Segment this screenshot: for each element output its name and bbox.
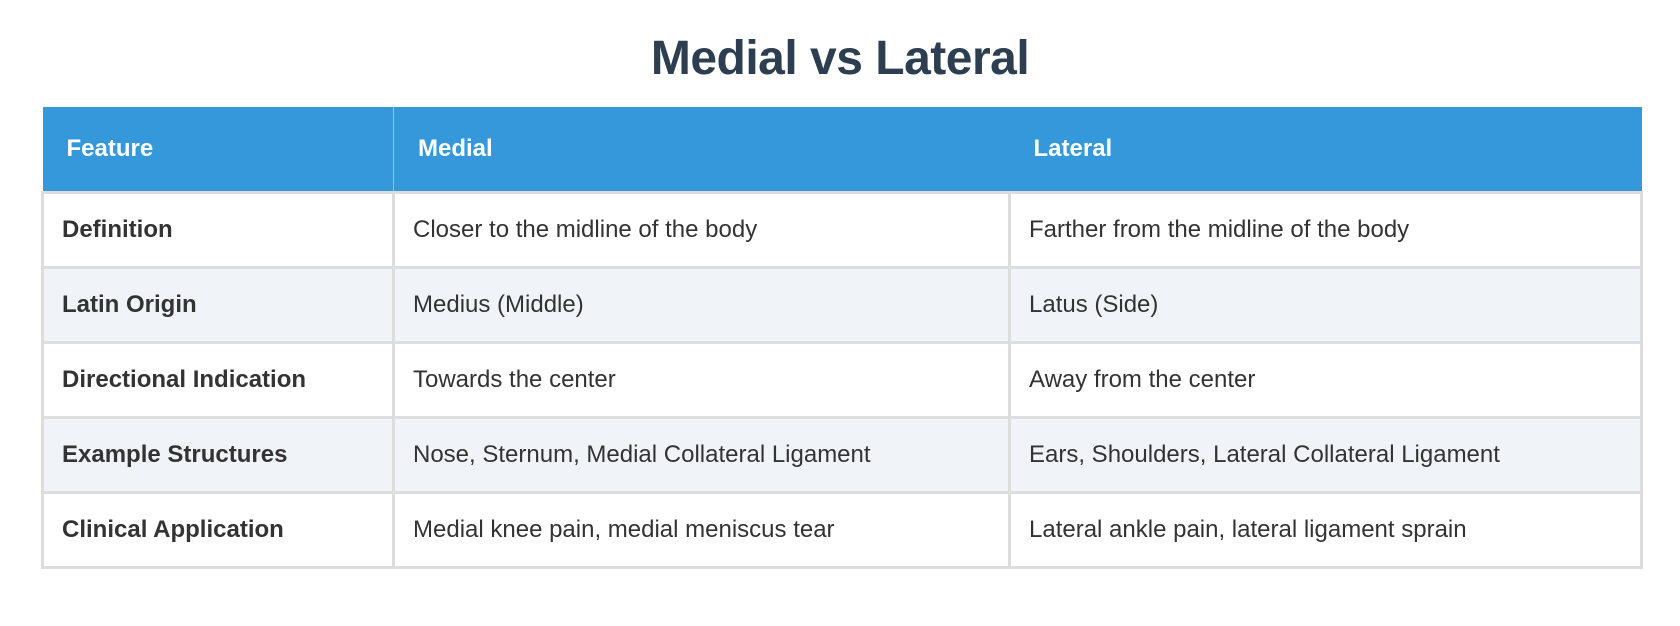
table-row: Directional Indication Towards the cente… [41, 340, 1643, 419]
comparison-table-container: Feature Medial Lateral Definition Closer… [41, 107, 1643, 569]
column-header-medial: Medial [418, 134, 493, 162]
table-row: Latin Origin Medius (Middle) Latus (Side… [41, 265, 1643, 344]
medial-cell: Nose, Sternum, Medial Collateral Ligamen… [392, 415, 1011, 494]
lateral-cell: Farther from the midline of the body [1008, 190, 1643, 269]
page-title: Medial vs Lateral [650, 32, 1030, 85]
medial-cell: Medial knee pain, medial meniscus tear [392, 490, 1011, 569]
feature-cell: Latin Origin [41, 265, 395, 344]
table-row: Definition Closer to the midline of the … [41, 190, 1643, 269]
table-header: Feature Medial Lateral [42, 107, 1642, 192]
feature-cell: Example Structures [41, 415, 395, 494]
lateral-cell: Latus (Side) [1008, 265, 1643, 344]
column-header-lateral: Lateral [1033, 134, 1113, 162]
feature-cell: Clinical Application [41, 490, 395, 569]
column-header-feature: Feature [42, 107, 394, 192]
lateral-cell: Away from the center [1008, 340, 1643, 419]
medial-cell: Medius (Middle) [392, 265, 1011, 344]
lateral-cell: Lateral ankle pain, lateral ligament spr… [1008, 490, 1643, 569]
feature-cell: Directional Indication [41, 340, 395, 419]
medial-cell: Towards the center [392, 340, 1011, 419]
lateral-cell: Ears, Shoulders, Lateral Collateral Liga… [1008, 415, 1643, 494]
feature-cell: Definition [41, 190, 395, 269]
header-row: Feature Medial Lateral [42, 107, 1642, 192]
table-row: Example Structures Nose, Sternum, Medial… [41, 415, 1643, 494]
table-row: Clinical Application Medial knee pain, m… [41, 490, 1643, 569]
table-body: Definition Closer to the midline of the … [41, 190, 1643, 569]
comparison-table: Feature Medial Lateral Definition Closer… [41, 107, 1643, 569]
medial-cell: Closer to the midline of the body [392, 190, 1011, 269]
